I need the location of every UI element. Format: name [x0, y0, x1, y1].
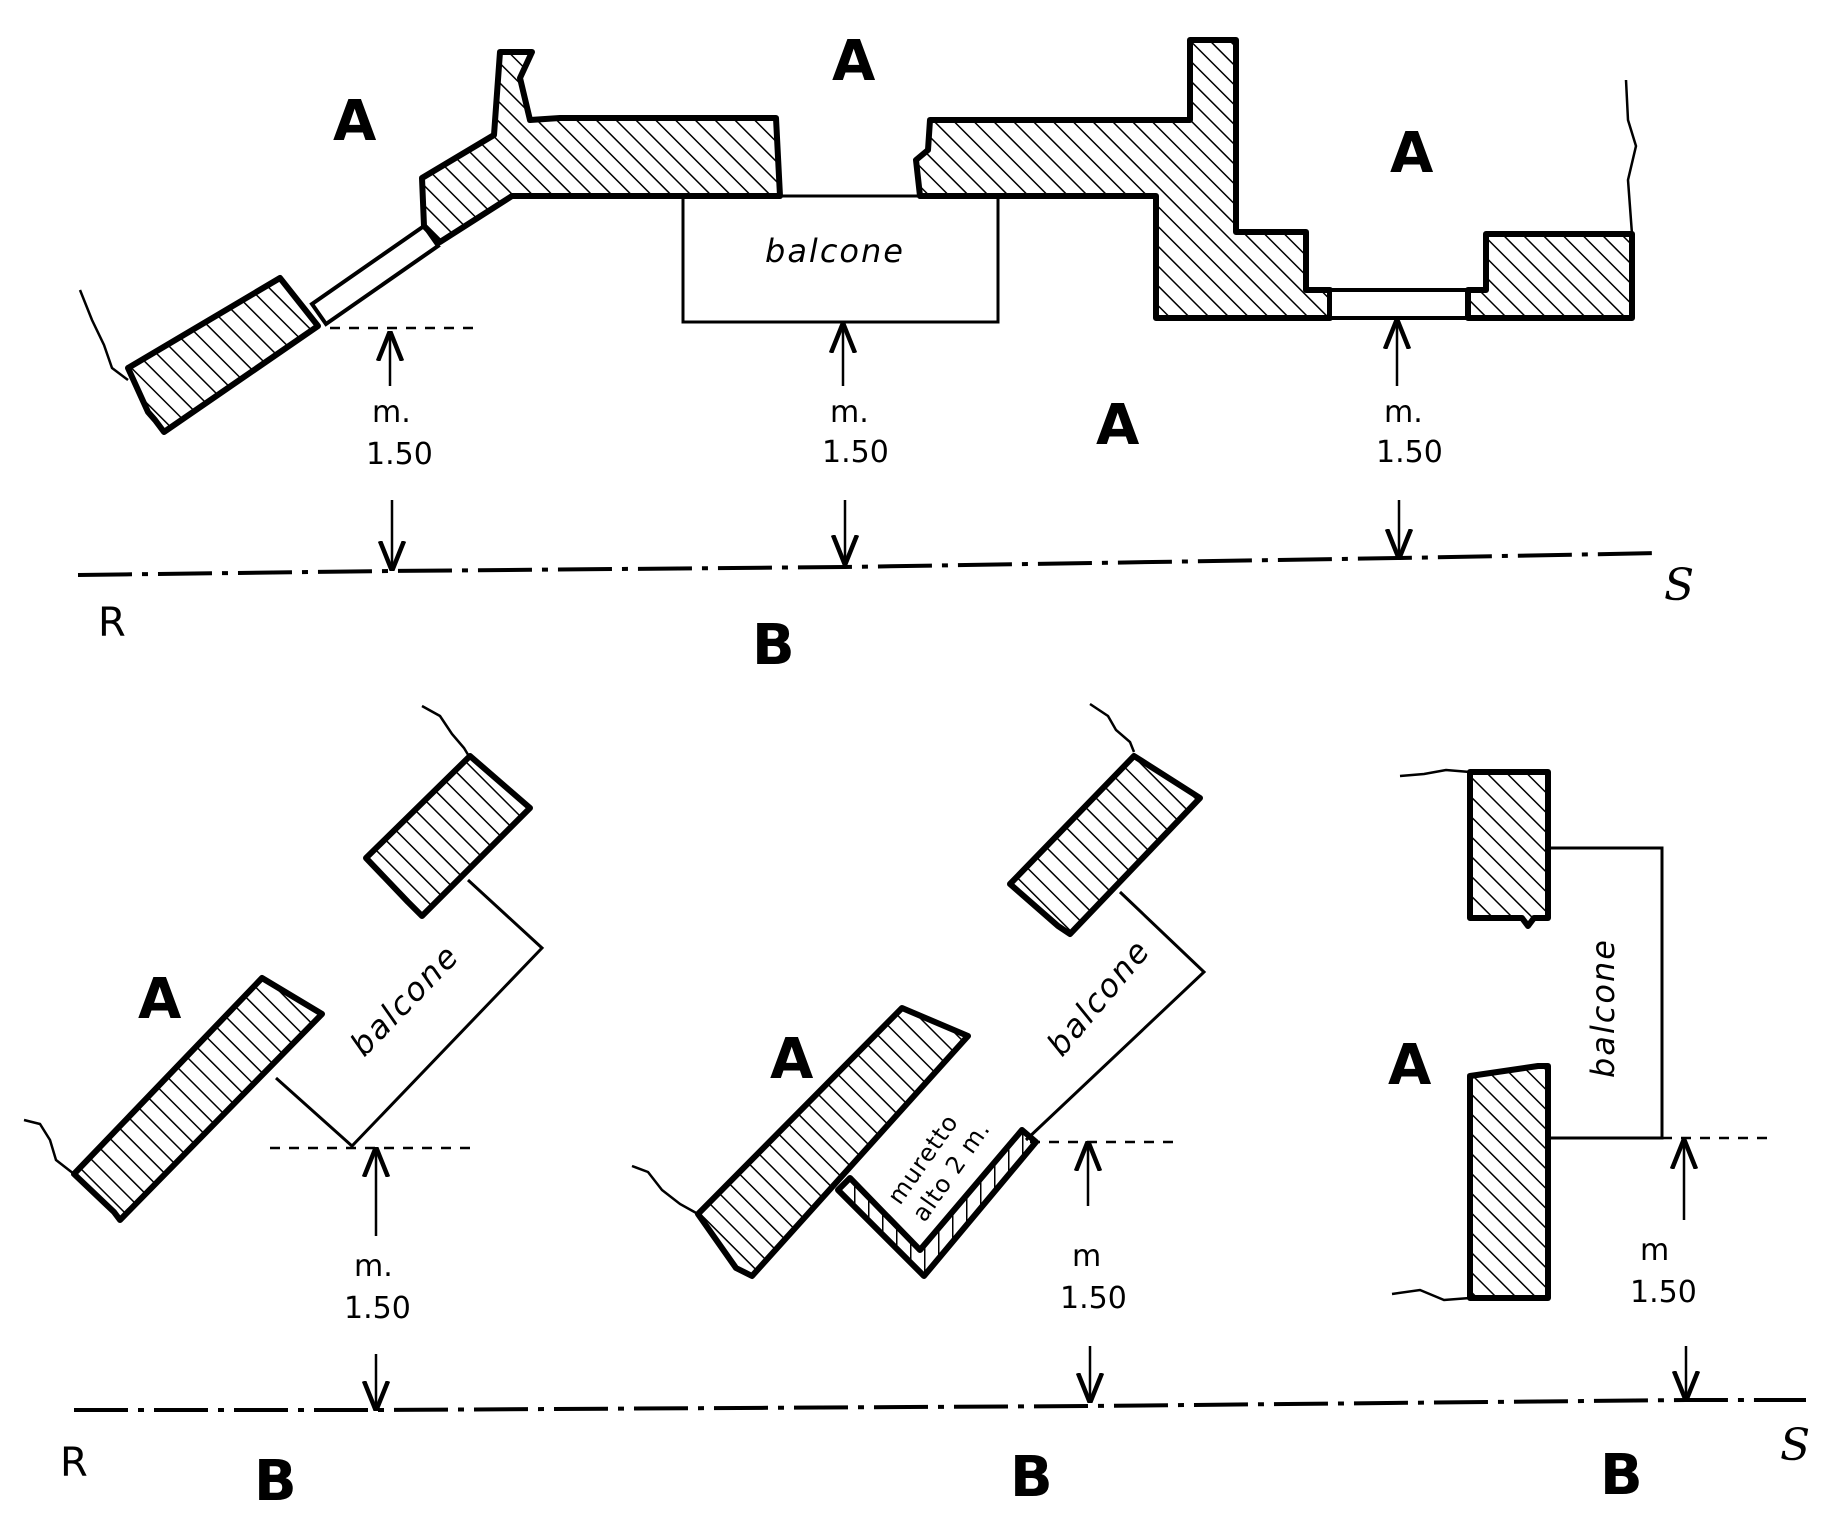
- dimension-value: 1.50: [1630, 1275, 1697, 1310]
- wall-segment: [419, 49, 783, 245]
- street-line: [77, 551, 1661, 577]
- wall-segment: [125, 275, 321, 435]
- wall-segment: [363, 753, 533, 919]
- balcony-label: balcone: [765, 232, 905, 270]
- dimension-unit: m.: [1384, 395, 1423, 430]
- dimension-unit: m: [1640, 1233, 1669, 1268]
- label-A: A: [1388, 1033, 1432, 1098]
- wall-segment: [1007, 753, 1203, 937]
- rough-edge: [421, 704, 472, 759]
- rough-edge: [23, 1118, 75, 1175]
- balcony-outline: [1024, 890, 1207, 1142]
- bottom-middle-building: [631, 702, 1207, 1279]
- balcony-outline: [681, 194, 1000, 324]
- wall-segment: [71, 975, 325, 1223]
- dimension-value: 1.50: [366, 437, 433, 472]
- top-left-building: [78, 49, 783, 435]
- rough-edge: [1089, 702, 1136, 753]
- window-opening: [309, 223, 441, 327]
- rough-edge: [78, 289, 129, 381]
- dimension-4: m. 1.50: [344, 1150, 411, 1408]
- label-S: S: [1664, 560, 1694, 611]
- street-line: [74, 1398, 1806, 1412]
- label-B: B: [1600, 1443, 1643, 1508]
- label-A: A: [1390, 121, 1434, 186]
- balcony-outline: [274, 878, 545, 1149]
- label-B: B: [254, 1449, 297, 1514]
- label-R: R: [98, 600, 126, 646]
- dimension-5: m 1.50: [1060, 1144, 1127, 1400]
- dimension-value: 1.50: [1376, 435, 1443, 470]
- balcony-label: balcone: [1039, 932, 1158, 1064]
- bottom-right-building: [1391, 768, 1664, 1302]
- dimension-6: m 1.50: [1630, 1142, 1697, 1398]
- wall-segment: [913, 37, 1333, 321]
- muretto-wall: [835, 1127, 1039, 1279]
- label-S: S: [1780, 1420, 1810, 1471]
- wall-segment: [1465, 231, 1635, 321]
- balcony-outline: [1548, 846, 1664, 1140]
- rough-edge: [1624, 79, 1638, 235]
- label-B: B: [1010, 1445, 1053, 1510]
- rough-edge: [631, 1164, 699, 1216]
- top-diagram: A A balcone A A m. 1.50 m. 1.50: [77, 29, 1694, 678]
- label-R: R: [60, 1440, 88, 1486]
- rough-edge: [1399, 768, 1471, 778]
- top-right-building: [913, 37, 1638, 321]
- dimension-unit: m.: [354, 1249, 393, 1284]
- label-A: A: [138, 967, 182, 1032]
- dimension-3: m. 1.50: [1376, 322, 1443, 556]
- dimension-unit: m.: [830, 395, 869, 430]
- dimension-value: 1.50: [1060, 1281, 1127, 1316]
- label-A: A: [770, 1027, 814, 1092]
- dimension-unit: m.: [372, 395, 411, 430]
- balcony-label: balcone: [1584, 938, 1622, 1078]
- bottom-left-building: [23, 704, 545, 1223]
- label-B: B: [752, 613, 795, 678]
- dimension-value: 1.50: [344, 1291, 411, 1326]
- wall-segment: [1467, 769, 1551, 929]
- dimension-value: 1.50: [822, 435, 889, 470]
- label-A: A: [832, 29, 876, 94]
- wall-segment: [1467, 1063, 1551, 1301]
- rough-edge: [1391, 1288, 1471, 1302]
- dimension-1: m. 1.50: [366, 334, 433, 568]
- wall-segment: [695, 1005, 971, 1279]
- dimension-unit: m: [1072, 1239, 1101, 1274]
- label-A: A: [1096, 393, 1140, 458]
- bottom-diagram: A balcone m. 1.50 A balcone muretto alto…: [23, 702, 1810, 1514]
- dimension-2: m. 1.50: [822, 326, 889, 562]
- window-opening: [1328, 288, 1470, 320]
- label-A: A: [333, 89, 377, 154]
